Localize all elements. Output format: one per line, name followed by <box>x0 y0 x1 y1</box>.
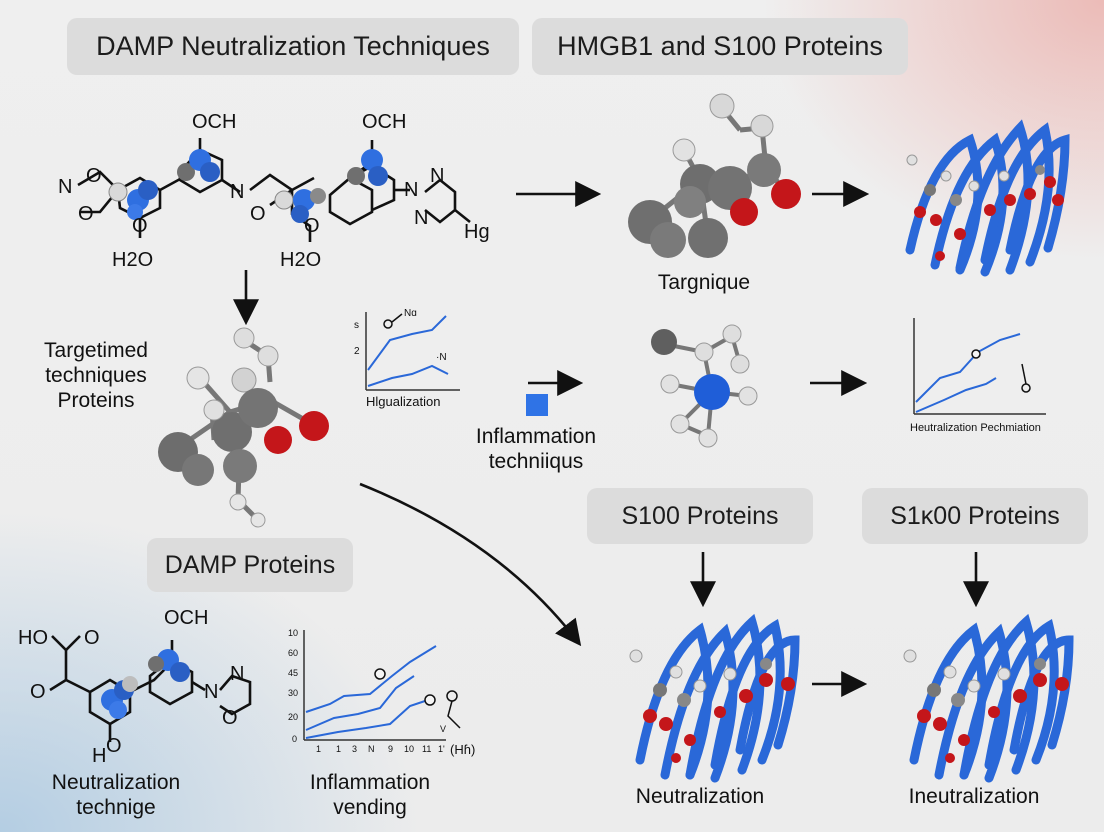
chem-o-6: O <box>84 627 100 649</box>
mini-chart-3-xtick-3: 3 <box>352 744 357 754</box>
mini-chart-3-ytick-4: 30 <box>288 688 298 698</box>
label-ineutralization: Ineutralization <box>908 785 1040 808</box>
chem-h-1: H <box>92 745 106 767</box>
chem-och-3: OCH <box>164 607 208 629</box>
label-neutralization-technige: Neutralization technige <box>28 770 204 820</box>
pill-s100-proteins: S100 Proteins <box>587 488 813 544</box>
chem-o-3: O <box>132 215 148 237</box>
label-targetimed-line3: Proteins <box>57 389 135 412</box>
chem-n-2: N <box>230 181 244 203</box>
mini-chart-1-annot-top: Nɑ <box>404 308 417 319</box>
mini-chart-3-ytick-2: 60 <box>288 648 298 658</box>
label-targetimed-line2: techniques <box>45 364 147 387</box>
mini-chart-3-xtick-5: 9 <box>388 744 393 754</box>
chem-och-2: OCH <box>362 111 406 133</box>
mini-chart-3-annot: V <box>440 724 446 734</box>
mini-chart-1-ytick-mid: 2 <box>354 346 360 357</box>
chem-o-9: O <box>222 707 238 729</box>
chem-n-1: N <box>58 176 72 198</box>
chem-ho-1: HO <box>18 627 48 649</box>
chem-hg: Hg <box>464 221 490 243</box>
mini-chart-3-xtick-1: 1 <box>316 744 321 754</box>
mini-chart-3-ytick-5: 20 <box>288 712 298 722</box>
label-targnique: Targnique <box>657 271 751 294</box>
label-neutralization-technige-line1: Neutralization <box>51 771 181 794</box>
chem-n-6: N <box>204 681 218 703</box>
chem-o-7: O <box>30 681 46 703</box>
mini-chart-1-ytick-top: s <box>354 320 359 331</box>
label-inflammation-vending: Inflammation vending <box>288 770 452 820</box>
chem-n-4: N <box>430 165 444 187</box>
pill-s100-proteins-alt: S1κ00 Proteins <box>862 488 1088 544</box>
label-inflammation-vending-line2: vending <box>333 796 407 819</box>
label-targetimed-techniques-proteins: Targetimed techniques Proteins <box>16 338 176 413</box>
mini-chart-3-xtick-4: N <box>368 744 375 754</box>
mini-chart-1-xlabel: Hlgualization <box>366 394 440 409</box>
chem-o-5: O <box>304 215 320 237</box>
chem-o-4: O <box>250 203 266 225</box>
label-inflammation-techniiqus: Inflammation techniiqus <box>456 424 616 474</box>
chem-o-1: O <box>86 165 102 187</box>
chem-n-7: N <box>230 663 244 685</box>
mini-chart-3-xunit: (Hɦ) <box>450 742 475 757</box>
label-inflammation-line1: Inflammation <box>475 425 597 448</box>
title-hmgb1-s100-proteins: HMGB1 and S100 Proteins <box>532 18 908 75</box>
label-inflammation-line2: techniiqus <box>488 450 584 473</box>
chem-h2o-1: H2O <box>112 249 153 271</box>
arrow-curved <box>359 482 582 647</box>
pill-damp-proteins: DAMP Proteins <box>147 538 353 592</box>
chem-h2o-2: H2O <box>280 249 321 271</box>
label-neutralization: Neutralization <box>635 785 765 808</box>
label-inflammation-vending-line1: Inflammation <box>309 771 431 794</box>
label-targetimed-line1: Targetimed <box>44 339 148 362</box>
title-damp-neutralization-techniques: DAMP Neutralization Techniques <box>67 18 519 75</box>
mini-chart-3-xtick-7: 11 <box>422 744 431 754</box>
mini-chart-3-ytick-1: 10 <box>288 628 298 638</box>
mini-chart-3-xtick-8: 1' <box>438 744 445 754</box>
chem-o-8: O <box>106 735 122 757</box>
mini-chart-3-xtick-2: 1 <box>336 744 341 754</box>
mini-chart-2-xlabel: Heutralization Pechmiation <box>910 422 1041 434</box>
label-neutralization-technige-line2: technige <box>76 796 156 819</box>
chem-n-5: N <box>414 207 428 229</box>
mini-chart-3-ytick-6: 0 <box>292 734 297 744</box>
mini-chart-3-xtick-6: 10 <box>404 744 414 754</box>
mini-chart-1-annot-mid: ·N <box>436 352 447 363</box>
chem-o-2: O <box>78 203 94 225</box>
chem-och-1: OCH <box>192 111 236 133</box>
blue-square-marker <box>526 394 548 416</box>
chem-n-3: N <box>404 179 418 201</box>
mini-chart-3-ytick-3: 45 <box>288 668 298 678</box>
